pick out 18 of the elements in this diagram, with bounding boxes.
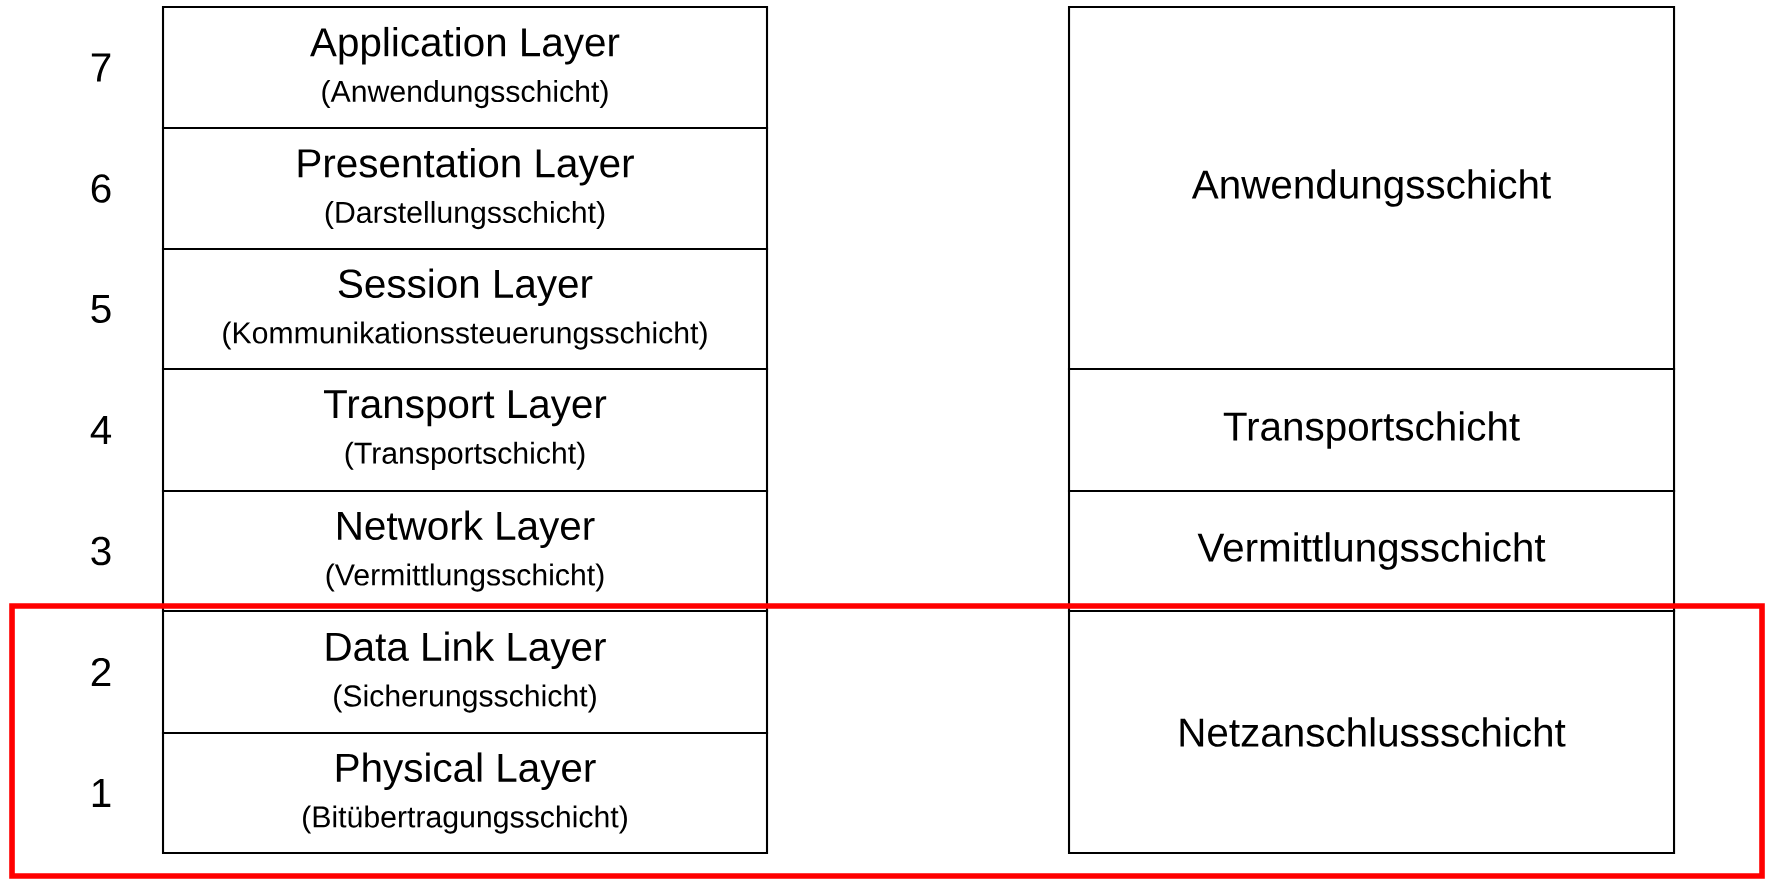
layer-box: Netzanschlussschicht xyxy=(1067,609,1676,855)
layer-number: 4 xyxy=(90,416,112,444)
layer-number: 2 xyxy=(91,657,111,687)
layer-box: Data Link Layer (Sicherungsschicht) xyxy=(161,609,769,735)
layer-box: Session Layer (Kommunikationssteuerungsschicht) xyxy=(161,247,769,371)
layer-number: 7 xyxy=(91,53,111,82)
layer-box: Anwendungsschicht xyxy=(1067,5,1676,371)
layer-number: 5 xyxy=(91,294,111,324)
layer-number: 3 xyxy=(91,536,111,566)
layer-box: Vermittlungsschicht xyxy=(1067,489,1676,613)
layer-box: Presentation Layer (Darstellungsschicht) xyxy=(161,126,769,251)
layer-box: Transportschicht xyxy=(1067,367,1676,493)
layer-number: 1 xyxy=(92,779,111,807)
layer-box: Transport Layer (Transportschicht) xyxy=(161,367,769,493)
layer-box: Network Layer (Vermittlungsschicht) xyxy=(161,489,769,613)
layer-number: 6 xyxy=(91,174,111,203)
layer-box: Application Layer (Anwendungsschicht) xyxy=(161,5,769,130)
layer-box: Physical Layer (Bitübertragungsschicht) xyxy=(161,731,769,855)
